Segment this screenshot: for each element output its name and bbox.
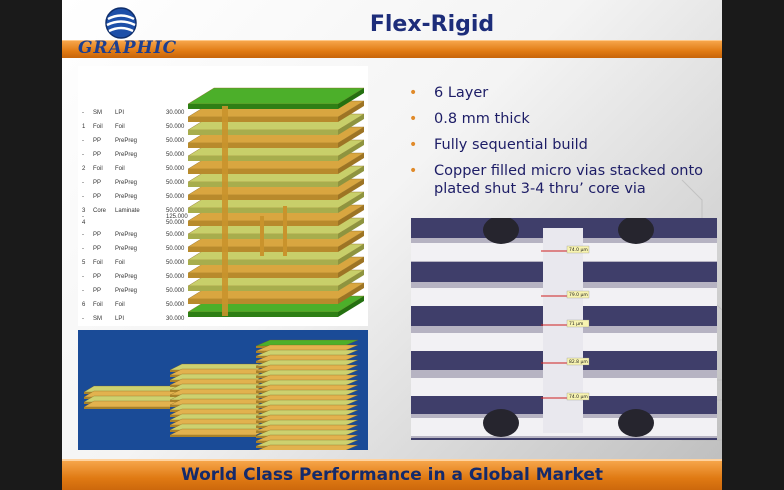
layer-row: 2 Foil Foil 50.000 <box>82 166 202 174</box>
layer-val: 50.000 <box>166 274 185 280</box>
layer-row: - SM LPI 30.000 <box>82 110 202 118</box>
layer-mat: PrePreg <box>115 194 138 200</box>
measurement-label: 79.0 µm <box>569 292 588 298</box>
layer-val: 50.000 <box>166 180 185 186</box>
bullet-list: •6 Layer •0.8 mm thick •Fully sequential… <box>407 84 717 206</box>
layer-val: 30.000 <box>166 316 185 322</box>
layer-row: - PP PrePreg 50.000 <box>82 194 202 202</box>
layer-val: 50.000 125.000 50.000 <box>166 208 188 226</box>
layer-num: - <box>82 232 84 238</box>
layer-row: - PP PrePreg 50.000 <box>82 232 202 240</box>
layer-mat: PrePreg <box>115 138 138 144</box>
layer-mat: Foil <box>115 260 125 266</box>
header-bar <box>62 40 722 58</box>
layer-type: PP <box>93 288 102 294</box>
layer-type: PP <box>93 138 102 144</box>
layer-row: 6 Foil Foil 50.000 <box>82 302 202 310</box>
layer-type: PP <box>93 274 102 280</box>
layer-row: - PP PrePreg 50.000 <box>82 274 202 282</box>
layer-num: - <box>82 194 84 200</box>
layer-val: 50.000 <box>166 152 185 158</box>
layer-type: Foil <box>93 302 103 308</box>
microsection-svg: 74.0 µm 79.0 µm 71 µm 82.8 µm 74.0 µm <box>411 218 717 440</box>
layer-mat: PrePreg <box>115 274 138 280</box>
layer-val: 30.000 <box>166 110 185 116</box>
layer-mat: PrePreg <box>115 288 138 294</box>
layer-type: Foil <box>93 260 103 266</box>
layer-type: PP <box>93 180 102 186</box>
layer-val: 50.000 <box>166 166 185 172</box>
layer-type: Core <box>93 208 107 214</box>
measurement-label: 71 µm <box>569 321 583 327</box>
layer-mat: PrePreg <box>115 152 138 158</box>
layer-num: - <box>82 316 84 322</box>
bullet-item: •6 Layer <box>409 85 489 101</box>
layer-type: SM <box>93 316 102 322</box>
flex-rigid-cross-section-render <box>78 330 368 453</box>
layer-num: - <box>82 152 84 158</box>
layer-row: 1 Foil Foil 50.000 <box>82 124 202 132</box>
layer-val: 50.000 <box>166 138 185 144</box>
layer-mat: PrePreg <box>115 180 138 186</box>
globe-logo-icon <box>105 7 137 39</box>
layer-type: SM <box>93 110 102 116</box>
layer-num: - <box>82 180 84 186</box>
layer-row: - PP PrePreg 50.000 <box>82 152 202 160</box>
layer-val: 50.000 <box>166 194 185 200</box>
layer-num: - <box>82 288 84 294</box>
layer-num: 5 <box>82 260 86 266</box>
layer-type: PP <box>93 194 102 200</box>
layer-type: PP <box>93 232 102 238</box>
header: Flex-Rigid <box>62 0 722 42</box>
layer-val: 50.000 <box>166 260 185 266</box>
layer-row: - PP PrePreg 50.000 <box>82 138 202 146</box>
layer-val: 50.000 <box>166 288 185 294</box>
footer-tagline: World Class Performance in a Global Mark… <box>180 465 604 485</box>
layer-num: 2 <box>82 166 86 172</box>
layer-row: - SM LPI 30.000 <box>82 316 202 324</box>
bullet-item: •Fully sequential build <box>409 137 588 153</box>
layer-type: PP <box>93 152 102 158</box>
measurement-label: 82.8 µm <box>569 359 588 365</box>
layer-num: - <box>82 138 84 144</box>
layer-mat: LPI <box>115 110 125 116</box>
layer-mat: Foil <box>115 302 125 308</box>
layer-mat: PrePreg <box>115 232 138 238</box>
layer-num: 3 - 4 <box>82 208 86 226</box>
layer-num: - <box>82 274 84 280</box>
layer-mat: PrePreg <box>115 246 138 252</box>
layer-num: 6 <box>82 302 86 308</box>
layer-num: 1 <box>82 124 86 130</box>
layer-num: - <box>82 110 84 116</box>
layer-type: Foil <box>93 166 103 172</box>
stackup-3d-render <box>188 87 365 317</box>
slide-title: Flex-Rigid <box>369 12 495 37</box>
layer-val: 50.000 <box>166 302 185 308</box>
layer-mat: LPI <box>115 316 125 322</box>
layer-row: - PP PrePreg 50.000 <box>82 180 202 188</box>
layer-type: PP <box>93 246 102 252</box>
layer-row: - PP PrePreg 50.000 <box>82 246 202 254</box>
company-logo-text: GRAPHIC <box>78 38 178 58</box>
layer-row: 5 Foil Foil 50.000 <box>82 260 202 268</box>
layer-val: 50.000 <box>166 232 185 238</box>
measurement-label: 74.0 µm <box>569 394 588 400</box>
layer-mat: Foil <box>115 166 125 172</box>
bullet-item: •0.8 mm thick <box>409 111 530 127</box>
layer-row: - PP PrePreg 50.000 <box>82 288 202 296</box>
microsection-photo: 74.0 µm 79.0 µm 71 µm 82.8 µm 74.0 µm <box>411 218 717 440</box>
layer-type: Foil <box>93 124 103 130</box>
layer-mat: Foil <box>115 124 125 130</box>
layer-row: 3 - 4 Core Laminate 50.000 125.000 50.000 <box>82 208 202 226</box>
flex-rigid-render-svg <box>83 339 359 453</box>
bullet-item: •Copper filled micro vias stacked onto p… <box>409 163 704 197</box>
layer-val: 50.000 <box>166 246 185 252</box>
layer-val: 50.000 <box>166 124 185 130</box>
measurement-label: 74.0 µm <box>569 247 588 253</box>
layer-num: - <box>82 246 84 252</box>
footer-bar <box>62 459 722 490</box>
layer-mat: Laminate <box>115 208 140 214</box>
